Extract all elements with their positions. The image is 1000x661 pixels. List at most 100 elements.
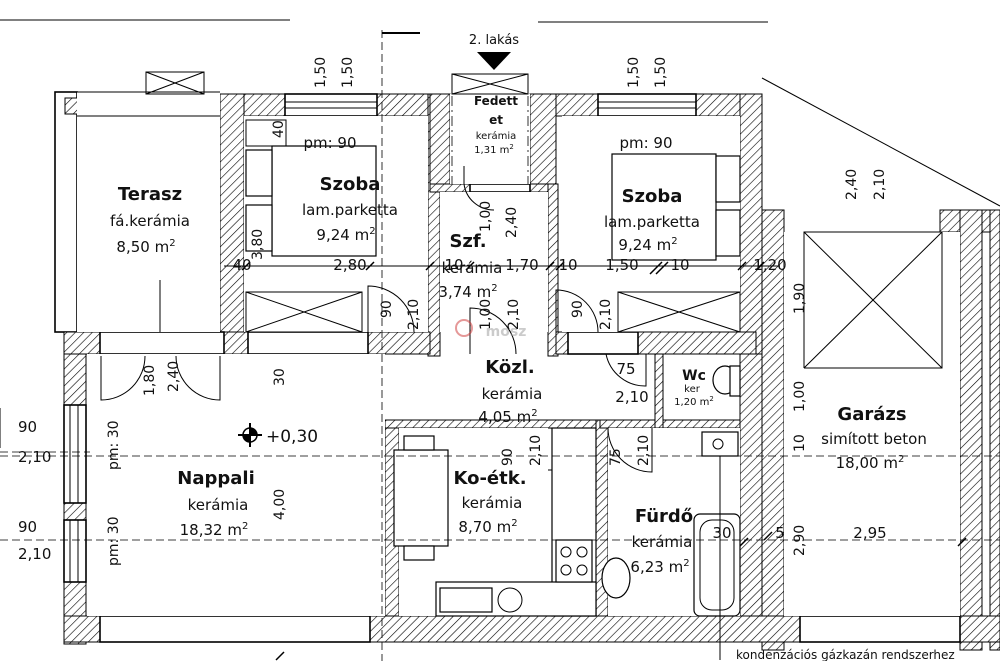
svg-text:2,40: 2,40 — [844, 169, 860, 200]
room-wc: Wc ker 1,20 m2 — [674, 368, 714, 408]
svg-text:2,95: 2,95 — [853, 524, 886, 542]
room-name: Közl. — [485, 357, 534, 378]
room-area: 18,32 m2 — [180, 521, 249, 539]
svg-text:2,10: 2,10 — [872, 169, 888, 200]
level-marker-icon — [238, 423, 262, 447]
kitchen — [393, 427, 597, 617]
room-szoba-1: pm: 90 Szoba lam.parketta 9,24 m2 — [302, 134, 398, 244]
room-terasz: Terasz fá.kerámia 8,50 m2 — [110, 184, 190, 256]
room-note: pm: 90 — [303, 134, 356, 152]
room-name: Szoba — [320, 174, 381, 195]
walls — [54, 91, 1000, 651]
svg-text:90: 90 — [570, 300, 586, 318]
room-area: 8,50 m2 — [116, 238, 175, 256]
svg-text:2,10: 2,10 — [406, 299, 422, 330]
room-area: 9,24 m2 — [618, 236, 677, 254]
svg-text:30: 30 — [712, 524, 731, 542]
room-szoba-2: pm: 90 Szoba lam.parketta 9,24 m2 — [604, 134, 700, 254]
svg-text:1,50: 1,50 — [626, 57, 642, 88]
svg-text:1,50: 1,50 — [340, 57, 356, 88]
room-szf: Szf. kerámia 3,74 m2 — [438, 231, 502, 301]
room-garazs: Garázs simított beton 18,00 m2 — [821, 404, 927, 472]
svg-text:1,00: 1,00 — [478, 299, 494, 330]
svg-text:2,40: 2,40 — [504, 207, 520, 238]
room-area: 6,23 m2 — [630, 558, 689, 576]
room-name: Ko-étk. — [453, 468, 526, 489]
svg-text:4,00: 4,00 — [272, 489, 288, 520]
svg-text:90: 90 — [18, 418, 37, 436]
dimension-labels: 1,50 1,50 1,50 1,50 2,40 2,10 2,40 1,00 … — [18, 57, 888, 566]
svg-text:5: 5 — [775, 524, 785, 542]
room-name: Szf. — [449, 231, 486, 252]
svg-text:1,50: 1,50 — [605, 256, 638, 274]
footnote: kondenzációs gázkazán rendszerhez — [736, 648, 955, 661]
room-material: lam.parketta — [604, 213, 700, 231]
room-name: Fürdő — [635, 506, 693, 527]
room-name: Szoba — [622, 186, 683, 207]
svg-text:2,10: 2,10 — [528, 435, 544, 466]
svg-text:90: 90 — [18, 518, 37, 536]
room-area: 8,70 m2 — [458, 518, 517, 536]
wardrobe-room1 — [245, 291, 363, 333]
covered-entry — [451, 73, 529, 184]
svg-text:2,10: 2,10 — [506, 299, 522, 330]
wardrobe-room2 — [617, 291, 741, 333]
bathroom — [601, 365, 741, 660]
unit-label: 2. lakás — [469, 33, 519, 48]
watermark-logo: mosz — [455, 319, 526, 340]
svg-text:1,70: 1,70 — [505, 256, 538, 274]
room-name: Nappali — [177, 468, 254, 489]
room-nappali: Nappali kerámia 18,32 m2 — [177, 468, 254, 539]
room-name: Terasz — [118, 184, 182, 205]
svg-text:2,40: 2,40 — [166, 361, 182, 392]
room-material: simított beton — [821, 430, 927, 448]
room-area: 1,31 m2 — [474, 143, 514, 156]
svg-text:2,10: 2,10 — [636, 435, 652, 466]
room-name: Wc — [682, 368, 706, 384]
svg-text:75: 75 — [608, 448, 624, 466]
room-material: kerámia — [462, 494, 523, 512]
svg-text:30: 30 — [272, 368, 288, 386]
svg-text:3,80: 3,80 — [250, 229, 266, 260]
svg-text:1,50: 1,50 — [653, 57, 669, 88]
room-area: 1,20 m2 — [674, 395, 714, 408]
room-material: lam.parketta — [302, 201, 398, 219]
svg-text:2,10: 2,10 — [598, 299, 614, 330]
north-arrow-icon — [477, 52, 511, 70]
svg-text:1,80: 1,80 — [142, 365, 158, 396]
svg-text:1,00: 1,00 — [792, 381, 808, 412]
room-material: kerámia — [476, 130, 516, 142]
svg-text:1,00: 1,00 — [478, 201, 494, 232]
svg-text:40: 40 — [232, 256, 251, 274]
svg-text:2,10: 2,10 — [18, 545, 51, 563]
svg-text:75: 75 — [616, 360, 635, 378]
doors — [100, 166, 653, 473]
room-name: Fedett — [474, 94, 518, 108]
room-material: kerámia — [442, 259, 503, 277]
room-material: fá.kerámia — [110, 212, 190, 230]
level-value: +0,30 — [266, 427, 318, 447]
room-kozl: Közl. kerámia 4,05 m2 — [478, 357, 542, 426]
svg-text:10: 10 — [444, 256, 463, 274]
svg-text:pm: 30: pm: 30 — [106, 420, 122, 470]
grid-lines — [0, 30, 1000, 661]
svg-text:10: 10 — [670, 256, 689, 274]
svg-text:2,90: 2,90 — [792, 525, 808, 556]
svg-text:1,50: 1,50 — [313, 57, 329, 88]
svg-text:90: 90 — [379, 300, 395, 318]
room-material: kerámia — [188, 496, 249, 514]
svg-text:1,90: 1,90 — [792, 283, 808, 314]
room-area: 9,24 m2 — [316, 226, 375, 244]
svg-text:10: 10 — [792, 434, 808, 452]
room-area: 18,00 m2 — [836, 454, 905, 472]
svg-text:40: 40 — [271, 120, 287, 138]
room-koetk: Ko-étk. kerámia 8,70 m2 — [453, 468, 526, 536]
terrace-pergola — [77, 71, 220, 332]
room-area: 4,05 m2 — [478, 408, 537, 426]
room-name: Garázs — [837, 404, 906, 425]
svg-text:2,80: 2,80 — [333, 256, 366, 274]
room-fedett: Fedett et kerámia 1,31 m2 — [474, 94, 518, 156]
room-name-2: et — [489, 113, 503, 127]
bed-room1 — [245, 119, 377, 257]
